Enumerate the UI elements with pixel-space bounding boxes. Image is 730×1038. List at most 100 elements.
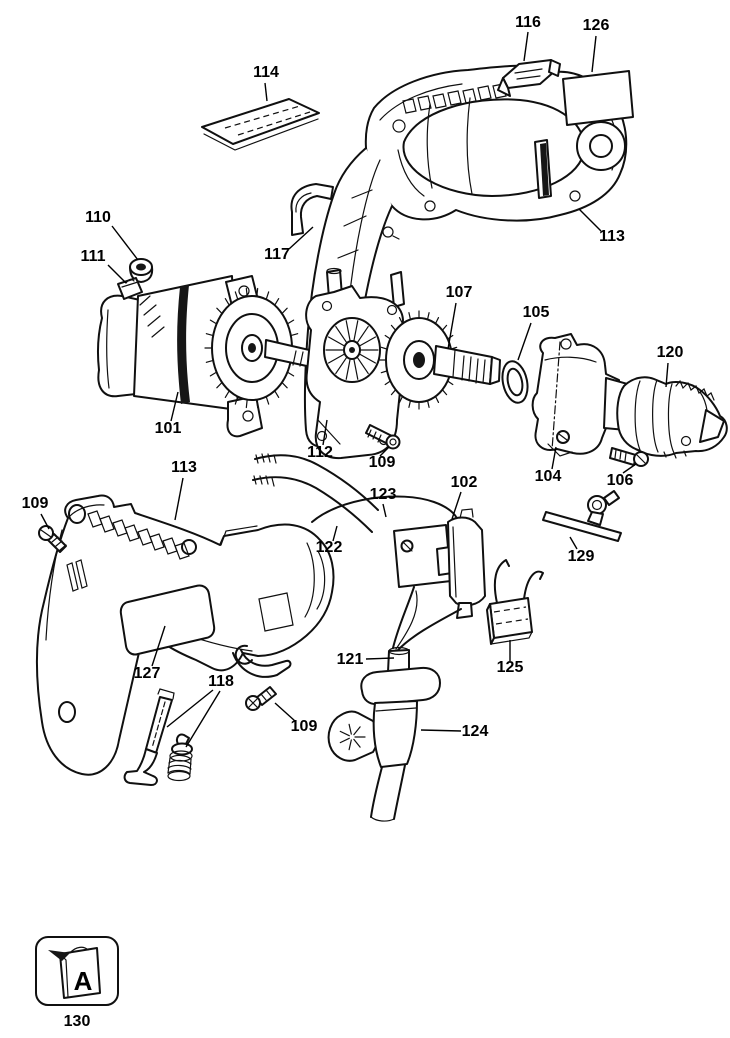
leader-line (379, 446, 390, 457)
leader-line (591, 35, 597, 73)
part-number: 113 (599, 228, 625, 245)
leader-line (451, 491, 462, 520)
part-121-cord (387, 586, 462, 673)
part-109-screw-bottom (245, 686, 277, 711)
part-label-110-3: 110 (85, 209, 139, 261)
part-107-spindle-gear (379, 310, 501, 410)
part-111-brush (117, 277, 143, 300)
part-number: 109 (22, 495, 49, 512)
part-label-109-23: 109 (274, 702, 318, 735)
part-number: 113 (171, 459, 197, 476)
part-number: 109 (369, 454, 396, 471)
leader-line (288, 226, 314, 250)
leader-line (40, 513, 50, 530)
part-label-126-1: 126 (583, 17, 610, 73)
part-number: 129 (568, 548, 595, 565)
part-label-124-21: 124 (420, 723, 489, 740)
part-label-120-9: 120 (657, 344, 684, 388)
icon-box-number: 130 (64, 1013, 91, 1030)
part-number: 104 (535, 468, 562, 485)
part-number: 107 (446, 284, 473, 301)
leader-line (365, 657, 395, 660)
leader-line (166, 689, 214, 728)
part-label-101-10: 101 (155, 391, 182, 437)
leader-line (107, 264, 127, 284)
part-label-123-17: 123 (370, 486, 397, 518)
part-109-screw-left (38, 525, 67, 553)
part-114-plate (201, 98, 320, 151)
part-number: 118 (208, 673, 234, 690)
part-117-bracket (290, 183, 334, 236)
part-number: 122 (316, 539, 343, 556)
part-label-106-14: 106 (607, 463, 637, 489)
part-number: 121 (337, 651, 364, 668)
part-label-105-8: 105 (517, 304, 550, 361)
part-number: 114 (253, 64, 279, 81)
part-label-129-15: 129 (568, 536, 595, 565)
part-number: 109 (291, 718, 318, 735)
part-label-113-25: 113 (171, 459, 197, 521)
part-label-112-11: 112 (307, 419, 333, 461)
part-label-111-4: 111 (81, 248, 127, 284)
leader-line (578, 208, 602, 232)
part-number: 112 (307, 444, 333, 461)
part-102-switch (393, 508, 486, 619)
part-label-109-24: 109 (22, 495, 50, 530)
part-number: 126 (583, 17, 610, 34)
part-label-121-19: 121 (337, 651, 395, 668)
part-number: 124 (462, 723, 489, 740)
leader-line (322, 419, 328, 446)
leader-line (185, 690, 221, 748)
part-label-109-12: 109 (369, 446, 396, 471)
leader-line (151, 625, 166, 667)
part-number: 102 (451, 474, 478, 491)
part-label-107-7: 107 (446, 284, 473, 350)
leader-line (170, 391, 179, 422)
part-label-122-18: 122 (316, 525, 343, 556)
part-label-117-5: 117 (264, 226, 314, 263)
part-number: 123 (370, 486, 397, 503)
part-124-cord-protector (327, 666, 441, 822)
part-number: 117 (264, 246, 290, 263)
part-label-127-26: 127 (134, 625, 166, 682)
part-130-icon-box: A (35, 936, 119, 1006)
part-116-clip (497, 59, 561, 97)
leader-line (332, 525, 338, 542)
part-125-brush (486, 559, 544, 645)
part-101-motor (97, 275, 331, 438)
part-label-118-22: 118 (166, 673, 234, 748)
part-106-screw (609, 447, 649, 467)
part-label-113-6: 113 (578, 208, 625, 245)
part-105-washer (501, 360, 529, 404)
leader-line (551, 446, 557, 470)
part-number: 101 (155, 420, 182, 437)
leader-line (523, 31, 529, 62)
part-112-gear-plate (305, 267, 410, 460)
part-109-screw-middle (365, 424, 401, 450)
part-number: 125 (497, 659, 524, 676)
part-number: 120 (657, 344, 684, 361)
part-label-102-16: 102 (451, 474, 478, 520)
part-number: 127 (134, 665, 161, 682)
part-number: 110 (85, 209, 111, 226)
part-number: 111 (81, 248, 106, 265)
leader-line (174, 477, 184, 521)
part-126-label (562, 70, 634, 126)
part-129-chuck-key (542, 490, 622, 542)
leader-line (382, 503, 387, 518)
leader-line (111, 225, 139, 261)
part-number: 105 (523, 304, 550, 321)
leader-line (665, 362, 669, 388)
leader-line (420, 729, 462, 732)
part-label-104-13: 104 (535, 446, 562, 485)
part-number-callouts: 116 126 114 110 111 117 113 107 105 120 101 112 109 1… (22, 14, 684, 748)
part-label-125-20: 125 (497, 640, 524, 676)
part-label-116-0: 116 (515, 14, 541, 62)
leader-line (274, 702, 296, 722)
leader-line (517, 322, 532, 361)
leader-line (264, 82, 268, 102)
icon-letter: A (74, 966, 93, 996)
part-number: 116 (515, 14, 541, 31)
